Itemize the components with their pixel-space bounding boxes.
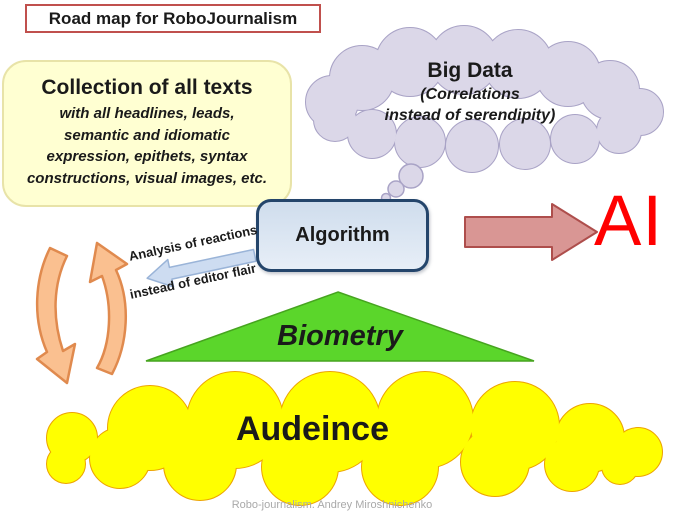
slide-title: Road map for RoboJournalism bbox=[48, 8, 298, 28]
collection-line: semantic and idiomatic bbox=[64, 126, 230, 144]
collection-line: with all headlines, leads, bbox=[59, 105, 235, 122]
cycle-arrows bbox=[35, 241, 129, 385]
big-data-line3: instead of serendipity) bbox=[384, 107, 556, 124]
collection-line: constructions, visual images, etc. bbox=[26, 169, 268, 187]
collection-box: Collection of all texts with all headlin… bbox=[2, 60, 292, 207]
algorithm-box: Algorithm bbox=[256, 199, 429, 272]
slide-title-box: Road map for RoboJournalism bbox=[25, 4, 321, 33]
right-arrow-icon bbox=[464, 203, 598, 261]
thought-trail-dots bbox=[380, 163, 424, 204]
algorithm-label: Algorithm bbox=[295, 224, 390, 246]
biometry-triangle bbox=[145, 291, 535, 362]
ai-label: AI bbox=[594, 182, 664, 261]
collection-line: expression, epithets, syntax bbox=[46, 148, 248, 165]
audience-label: Audeince bbox=[235, 410, 390, 448]
slide-caption: Robo-journalism. Andrey Miroshnichenko bbox=[231, 499, 433, 511]
curved-arrow-up-icon bbox=[88, 241, 129, 376]
biometry-label: Biometry bbox=[277, 320, 403, 352]
big-data-line2: (Correlations bbox=[420, 86, 520, 103]
big-data-heading: Big Data bbox=[427, 59, 513, 82]
collection-body: with all headlines, leads, semantic and … bbox=[4, 103, 290, 189]
collection-heading: Collection of all texts bbox=[41, 76, 253, 99]
big-data-text: Big Data (Correlations instead of serend… bbox=[340, 58, 600, 126]
curved-arrow-down-icon bbox=[35, 246, 77, 385]
down-left-arrow-icon bbox=[146, 248, 257, 288]
